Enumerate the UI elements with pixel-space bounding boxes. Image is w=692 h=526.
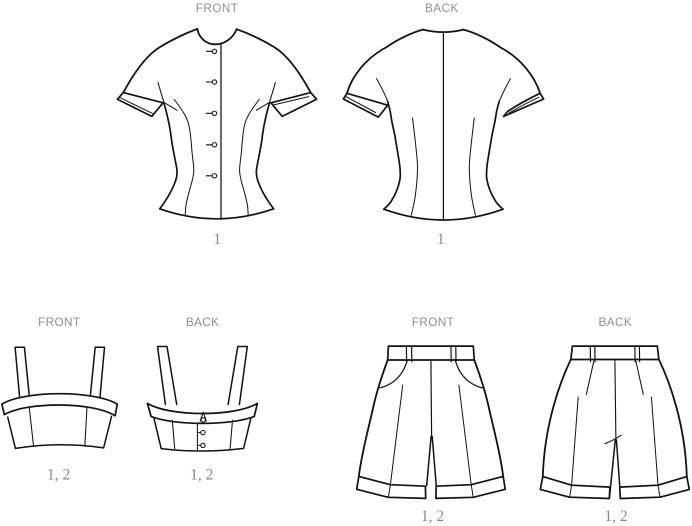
svg-text:1, 2: 1, 2 (604, 508, 627, 525)
svg-text:BACK: BACK (425, 1, 459, 15)
svg-text:1, 2: 1, 2 (190, 467, 213, 484)
svg-text:1: 1 (437, 231, 445, 248)
svg-text:FRONT: FRONT (196, 1, 238, 15)
svg-text:FRONT: FRONT (38, 315, 80, 329)
svg-text:FRONT: FRONT (412, 315, 454, 329)
svg-text:BACK: BACK (186, 315, 220, 329)
svg-text:1, 2: 1, 2 (421, 508, 444, 525)
svg-text:1: 1 (213, 231, 221, 248)
svg-text:1, 2: 1, 2 (47, 467, 70, 484)
svg-text:BACK: BACK (599, 315, 633, 329)
